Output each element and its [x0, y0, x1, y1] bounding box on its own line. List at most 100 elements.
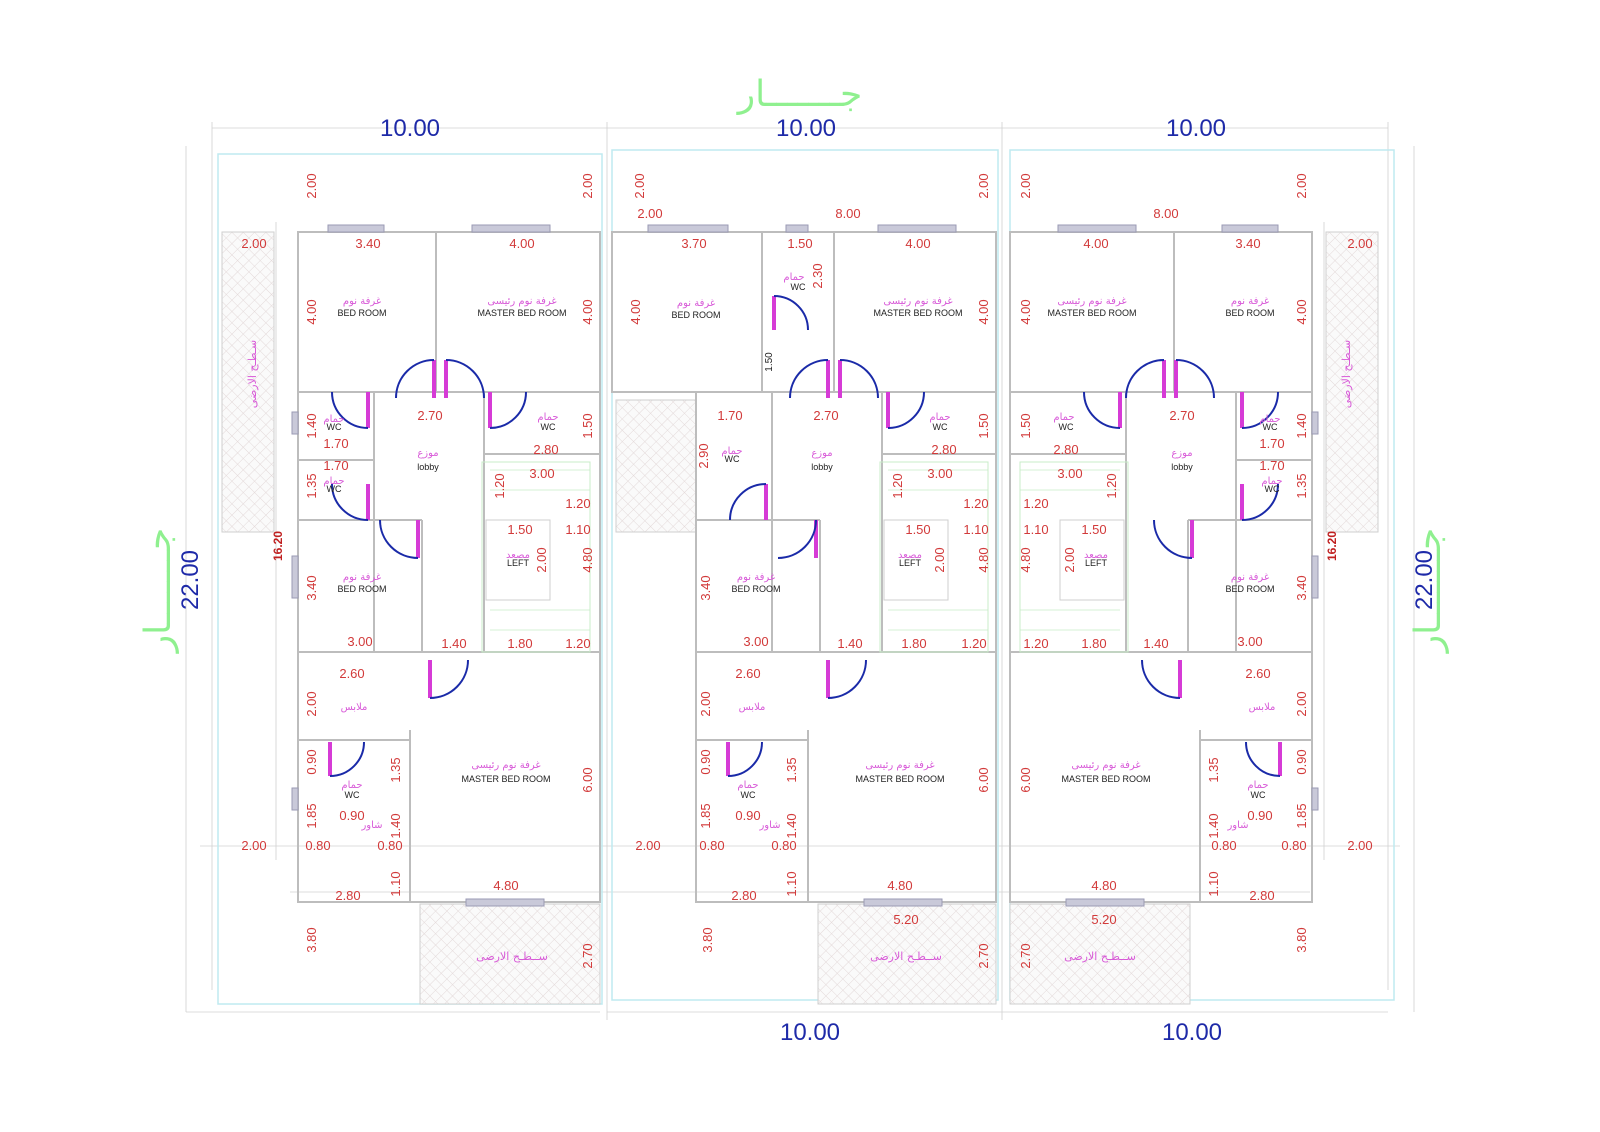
dim-label: 2.00 — [304, 173, 319, 198]
room-label: WC — [345, 790, 360, 800]
room-label: LEFT — [507, 558, 530, 568]
room-label: lobby — [811, 462, 833, 472]
dim-label: 0.80 — [771, 838, 796, 853]
room-label: حمام — [737, 780, 758, 791]
dim-label: 2.00 — [1347, 236, 1372, 251]
room-label: BED ROOM — [731, 584, 780, 594]
dim-label: 1.40 — [441, 636, 466, 651]
room-label: حمام — [1259, 414, 1280, 425]
dim-label: 1.85 — [304, 803, 319, 828]
dim-label: 2.00 — [580, 173, 595, 198]
dim-label: 0.90 — [1247, 808, 1272, 823]
dim-label: 1.40 — [837, 636, 862, 651]
dim-label: 4.00 — [580, 299, 595, 324]
unit-middle — [611, 224, 997, 1005]
dim-label: 1.10 — [963, 522, 988, 537]
room-label: غرفة نوم رئيسى — [865, 760, 934, 771]
dims-unit-left: 2.00 2.00 2.00 3.40 4.00 4.00 4.00 2.70 … — [241, 173, 595, 968]
dim-label: 8.00 — [835, 206, 860, 221]
dim-label: 1.40 — [1294, 413, 1309, 438]
dim-label: 2.90 — [696, 443, 711, 468]
dim-label: 6.00 — [976, 767, 991, 792]
dim-label: 1.35 — [1206, 757, 1221, 782]
room-label: LEFT — [899, 558, 922, 568]
dim-label: 3.00 — [529, 466, 554, 481]
dim-label: 1.40 — [784, 813, 799, 838]
dim-label: 5.20 — [1091, 912, 1116, 927]
dim-label: 1.35 — [1294, 473, 1309, 498]
dim-label: 4.00 — [304, 299, 319, 324]
dim-label: 1.20 — [963, 496, 988, 511]
dim-label: 3.40 — [1294, 575, 1309, 600]
dim-label: 2.70 — [813, 408, 838, 423]
dim-label: 1.50 — [787, 236, 812, 251]
dim-label: 1.40 — [1143, 636, 1168, 651]
right-depth: 22.00 — [1411, 550, 1438, 610]
room-label: مصعد — [898, 550, 922, 561]
dim-label: 1.10 — [1206, 871, 1221, 896]
dim-label: 3.80 — [304, 927, 319, 952]
dim-label: 1.35 — [784, 757, 799, 782]
unit-right — [1009, 224, 1379, 1005]
dim-label: 4.00 — [509, 236, 534, 251]
room-label: MASTER BED ROOM — [1047, 308, 1136, 318]
room-label: حمام — [1247, 780, 1268, 791]
dim-label: 2.00 — [698, 691, 713, 716]
dim-label: 2.00 — [1347, 838, 1372, 853]
dim-label: 2.00 — [1294, 173, 1309, 198]
dim-label: 1.40 — [1206, 813, 1221, 838]
roof-label-right: سـطـح الارضى — [1340, 340, 1353, 408]
right-side-depth: 16.20 — [1325, 531, 1339, 561]
dim-label: 1.80 — [507, 636, 532, 651]
room-label: غرفة نوم رئيسى — [471, 760, 540, 771]
dim-label: 3.40 — [698, 575, 713, 600]
dim-label: 2.00 — [632, 173, 647, 198]
dim-label: 2.70 — [580, 943, 595, 968]
dim-label: 2.80 — [1053, 442, 1078, 457]
room-label: WC — [791, 282, 806, 292]
dim-label: 2.00 — [1294, 691, 1309, 716]
dim-label: 1.50 — [507, 522, 532, 537]
dim-label: 2.60 — [339, 666, 364, 681]
dim-label: 1.40 — [304, 413, 319, 438]
dim-label: 1.20 — [1023, 496, 1048, 511]
dim-label: 1.10 — [388, 871, 403, 896]
room-label: غرفة نوم — [343, 572, 381, 583]
bottom-width-1: 10.00 — [780, 1019, 840, 1046]
room-label: حمام — [1053, 412, 1074, 423]
dim-label: 1.20 — [565, 636, 590, 651]
dim-label: 1.50 — [1081, 522, 1106, 537]
dim-label: 1.10 — [784, 871, 799, 896]
room-label: غرفة نوم رئيسى — [883, 296, 952, 307]
dim-label: 4.00 — [628, 299, 643, 324]
dim-label: 2.70 — [417, 408, 442, 423]
room-label: LEFT — [1085, 558, 1108, 568]
dims-unit-middle: 2.00 2.00 2.00 8.00 3.70 1.50 4.00 2.30 … — [628, 173, 991, 968]
room-label: ملابس — [1249, 702, 1276, 713]
room-label: غرفة نوم رئيسى — [1071, 760, 1140, 771]
room-label: غرفة نوم — [343, 296, 381, 307]
dim-label: 0.90 — [735, 808, 760, 823]
dim-label: 1.70 — [1259, 436, 1284, 451]
dim-label: 3.00 — [927, 466, 952, 481]
room-label: WC — [1059, 422, 1074, 432]
top-width-2: 10.00 — [776, 115, 836, 142]
room-label: WC — [933, 422, 948, 432]
dim-label: 1.35 — [304, 473, 319, 498]
dim-label: 1.20 — [890, 473, 905, 498]
room-label: غرفة نوم — [1231, 296, 1269, 307]
unit-left — [221, 224, 601, 1005]
room-label: WC — [327, 484, 342, 494]
room-labels-left: غرفة نوم BED ROOM غرفة نوم رئيسى MASTER … — [323, 296, 566, 831]
dimension-lines — [185, 122, 1415, 1020]
dim-label: 5.20 — [893, 912, 918, 927]
dim-label: 3.00 — [1237, 634, 1262, 649]
dim-label: 4.00 — [976, 299, 991, 324]
dim-label: 4.80 — [1018, 547, 1033, 572]
dim-label: 2.80 — [335, 888, 360, 903]
room-label: WC — [1251, 790, 1266, 800]
room-label: غرفة نوم رئيسى — [487, 296, 556, 307]
room-label: lobby — [417, 462, 439, 472]
dim-label: 2.00 — [241, 236, 266, 251]
room-label: WC — [327, 422, 342, 432]
